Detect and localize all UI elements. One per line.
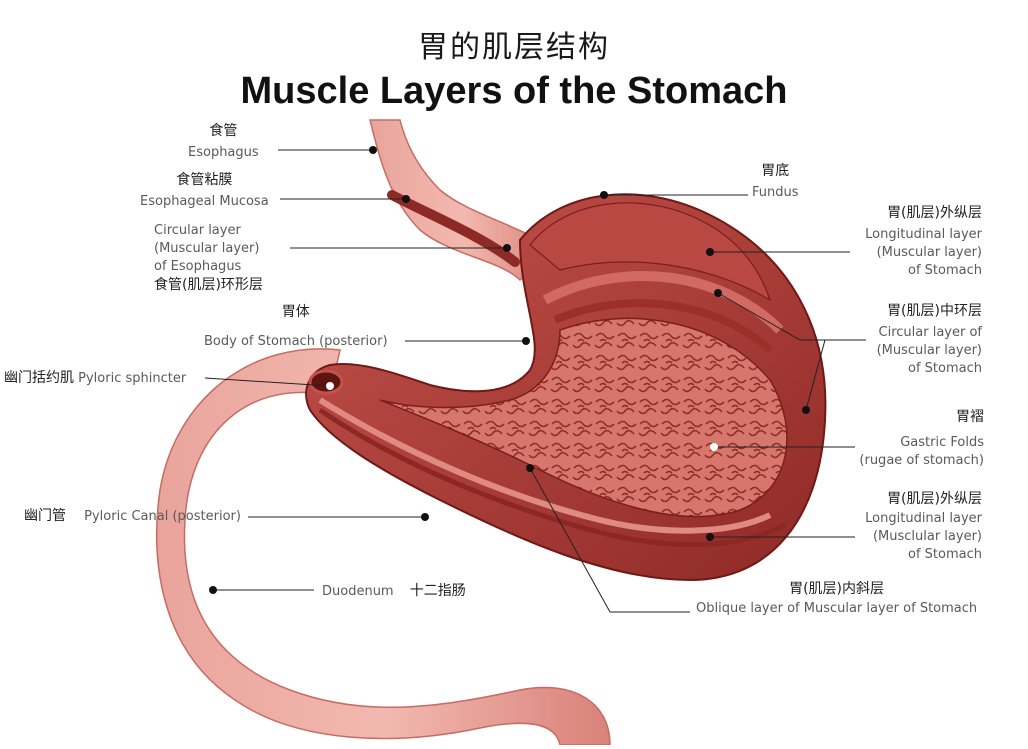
label-gastric-folds: 胃褶 Gastric Folds (rugae of stomach) [859, 409, 984, 468]
circular-layer-band [553, 299, 773, 353]
label-longitudinal-layer-top: 胃(肌层)外纵层 Longitudinal layer (Muscular la… [865, 205, 982, 278]
leader-lines [204, 149, 866, 613]
label-esophageal-mucosa: 食管粘膜 Esophageal Mucosa [140, 172, 269, 209]
leader-dots [209, 146, 810, 594]
label-duodenum: Duodenum 十二指肠 [322, 583, 466, 599]
label-pyloric-canal: 幽门管 Pyloric Canal (posterior) [24, 508, 241, 524]
pyloric-opening [308, 369, 344, 395]
fundus-cap [529, 202, 772, 302]
title-chinese: 胃的肌层结构 [418, 30, 610, 65]
label-esophagus: 食管 Esophagus [188, 123, 259, 160]
leader-dots-light [326, 382, 718, 451]
label-fundus: 胃底 Fundus [752, 163, 799, 200]
oblique-layer-strip [318, 407, 787, 548]
label-circular-layer-esophagus: Circular layer (Muscular layer) of Esoph… [154, 223, 263, 293]
label-pyloric-sphincter: 幽门括约肌 Pyloric sphincter [4, 370, 187, 386]
title-english: Muscle Layers of the Stomach [240, 70, 788, 112]
label-circular-layer-stomach: 胃(肌层)中环层 Circular layer of (Muscular lay… [876, 303, 982, 376]
label-oblique-layer: 胃(肌层)内斜层 Oblique layer of Muscular layer… [696, 581, 978, 616]
longitudinal-layer-band [542, 271, 784, 334]
lower-wall-strip [318, 397, 772, 534]
gastric-folds-area [379, 317, 788, 518]
label-body-of-stomach: 胃体 Body of Stomach (posterior) [204, 304, 388, 349]
label-longitudinal-layer-bottom: 胃(肌层)外纵层 Longitudinal layer (Musclular l… [865, 491, 982, 562]
